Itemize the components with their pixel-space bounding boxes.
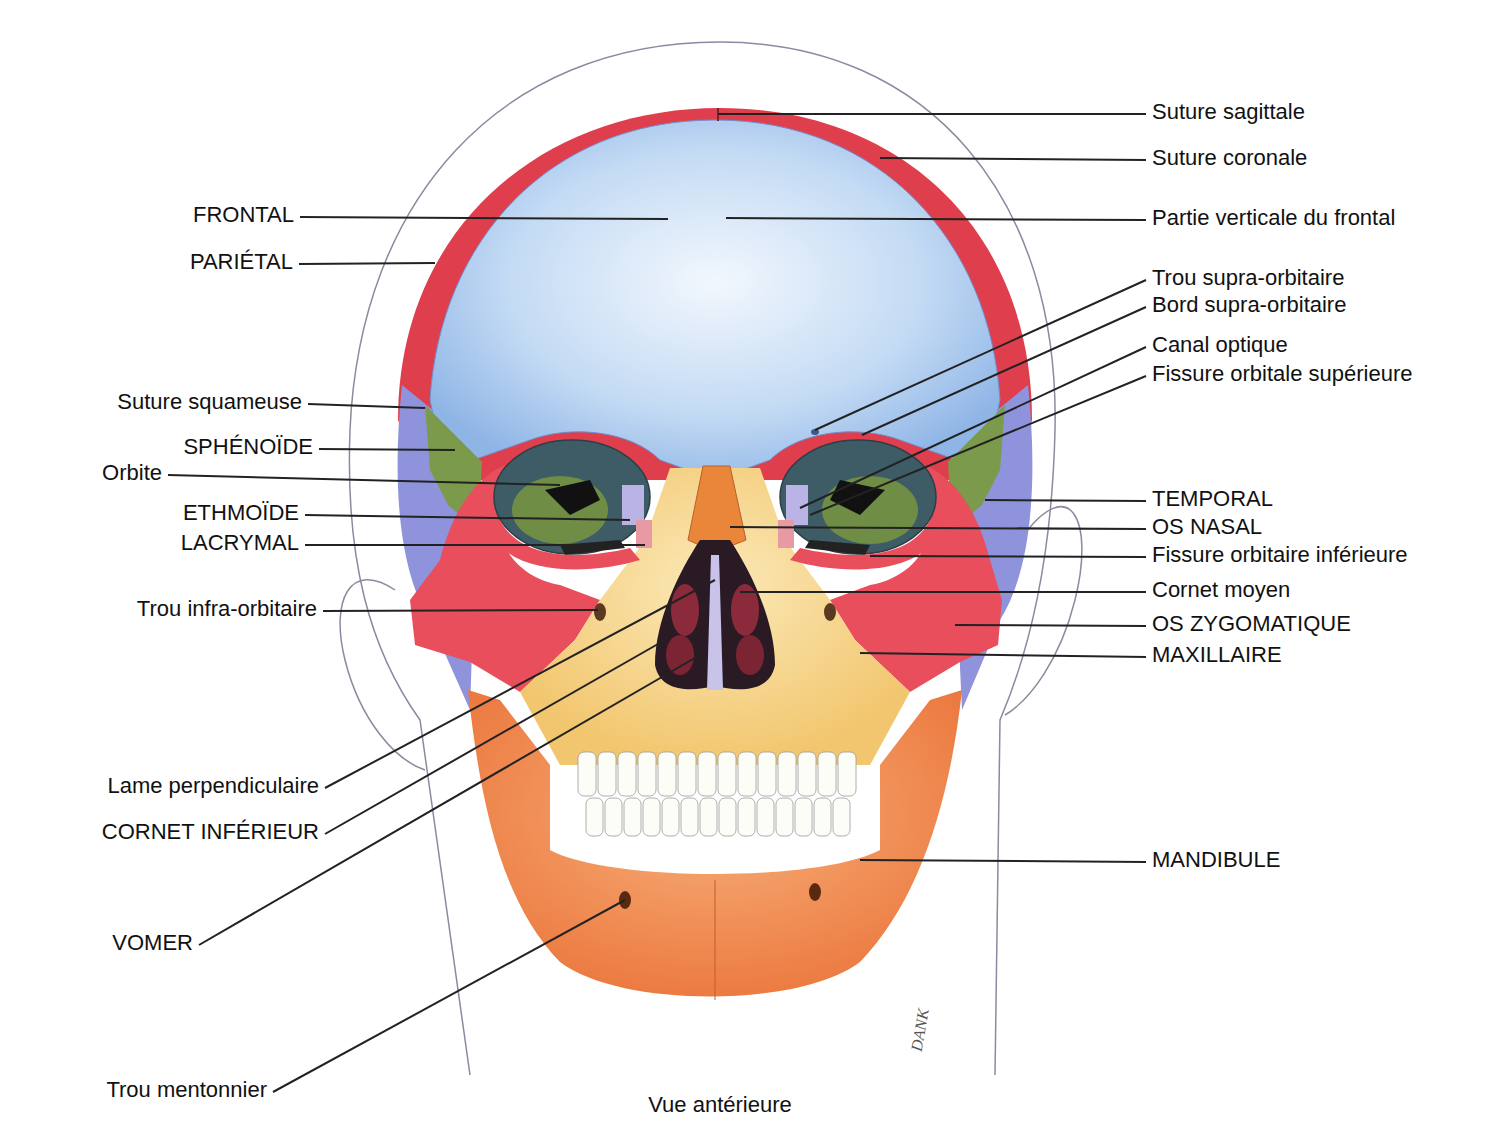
lower-tooth: [814, 798, 831, 836]
lower-tooth: [681, 798, 698, 836]
anatomy-label: Fissure orbitaire inférieure: [1152, 542, 1408, 568]
anatomy-label: FRONTAL: [193, 202, 294, 228]
lower-tooth: [776, 798, 793, 836]
anatomy-label: TEMPORAL: [1152, 486, 1273, 512]
leader-line: [299, 263, 435, 264]
leader-line: [985, 500, 1146, 501]
leader-line: [800, 347, 1146, 508]
anatomy-label: Trou infra-orbitaire: [137, 596, 317, 622]
upper-tooth: [618, 752, 636, 796]
lower-tooth: [643, 798, 660, 836]
leader-line: [273, 900, 625, 1092]
leader-line: [810, 376, 1146, 515]
anatomy-label: MAXILLAIRE: [1152, 642, 1282, 668]
anatomy-label: Cornet moyen: [1152, 577, 1290, 603]
view-caption: Vue antérieure: [648, 1092, 792, 1118]
lower-tooth: [605, 798, 622, 836]
upper-tooth: [678, 752, 696, 796]
artist-signature: DANK: [903, 1007, 936, 1054]
upper-tooth: [818, 752, 836, 796]
leader-line: [880, 158, 1146, 160]
anatomy-label: Partie verticale du frontal: [1152, 205, 1395, 231]
leader-line: [300, 217, 668, 219]
leader-line: [870, 556, 1146, 557]
anatomy-label: Suture coronale: [1152, 145, 1307, 171]
anatomy-label: Trou mentonnier: [106, 1077, 267, 1103]
upper-tooth: [778, 752, 796, 796]
anatomy-label: SPHÉNOÏDE: [183, 434, 313, 460]
mandible-symphysis: [715, 880, 716, 1000]
nasal-cavity: [655, 540, 775, 690]
upper-tooth: [838, 752, 856, 796]
upper-tooth: [798, 752, 816, 796]
upper-tooth: [738, 752, 756, 796]
leader-line: [726, 218, 1146, 220]
infraorbital-foramen: [824, 603, 836, 621]
leader-line: [325, 640, 665, 834]
upper-tooth: [598, 752, 616, 796]
anatomy-label: Bord supra-orbitaire: [1152, 292, 1346, 318]
leader-line: [740, 591, 1146, 593]
anatomy-label: MANDIBULE: [1152, 847, 1280, 873]
leader-line: [862, 307, 1146, 435]
lower-tooth: [586, 798, 603, 836]
leader-line: [308, 404, 425, 408]
anatomy-label: OS NASAL: [1152, 514, 1262, 540]
anatomy-label: OS ZYGOMATIQUE: [1152, 611, 1351, 637]
lower-tooth: [719, 798, 736, 836]
anatomy-label: LACRYMAL: [181, 530, 299, 556]
leader-line: [323, 610, 598, 611]
leader-line: [199, 655, 700, 945]
anatomy-label: Lame perpendiculaire: [107, 773, 319, 799]
anatomy-label: ETHMOÏDE: [183, 500, 299, 526]
anatomy-label: Fissure orbitale supérieure: [1152, 361, 1412, 387]
infraorbital-foramen: [594, 603, 606, 621]
lower-tooth: [700, 798, 717, 836]
lower-tooth: [757, 798, 774, 836]
leader-line: [305, 515, 630, 520]
leader-line: [955, 625, 1146, 626]
anatomy-label: Suture squameuse: [117, 389, 302, 415]
lower-tooth: [795, 798, 812, 836]
nasal-bone: [688, 466, 746, 552]
lower-tooth: [738, 798, 755, 836]
leader-line: [718, 113, 1146, 115]
anatomy-label: VOMER: [112, 930, 193, 956]
frontal-bone: [430, 120, 1000, 480]
leader-line: [860, 860, 1146, 862]
leader-line: [730, 527, 1146, 529]
lower-tooth: [662, 798, 679, 836]
anatomy-label: Trou supra-orbitaire: [1152, 265, 1344, 291]
leader-line: [860, 653, 1146, 657]
teeth: [578, 752, 856, 836]
leader-line: [815, 280, 1146, 430]
upper-tooth: [698, 752, 716, 796]
leader-line: [168, 475, 560, 485]
upper-tooth: [578, 752, 596, 796]
upper-tooth: [718, 752, 736, 796]
leader-line: [325, 580, 715, 788]
lower-tooth: [833, 798, 850, 836]
leader-line: [319, 449, 455, 450]
upper-tooth: [758, 752, 776, 796]
anatomy-label: Suture sagittale: [1152, 99, 1305, 125]
upper-tooth: [658, 752, 676, 796]
leader-line: [305, 544, 645, 546]
mental-foramen: [809, 883, 821, 901]
parietal-bone: [398, 108, 1032, 480]
anatomy-label: CORNET INFÉRIEUR: [102, 819, 319, 845]
lower-tooth: [624, 798, 641, 836]
anatomy-label: Canal optique: [1152, 332, 1288, 358]
upper-tooth: [638, 752, 656, 796]
anatomy-label: Orbite: [102, 460, 162, 486]
anatomy-label: PARIÉTAL: [190, 249, 293, 275]
